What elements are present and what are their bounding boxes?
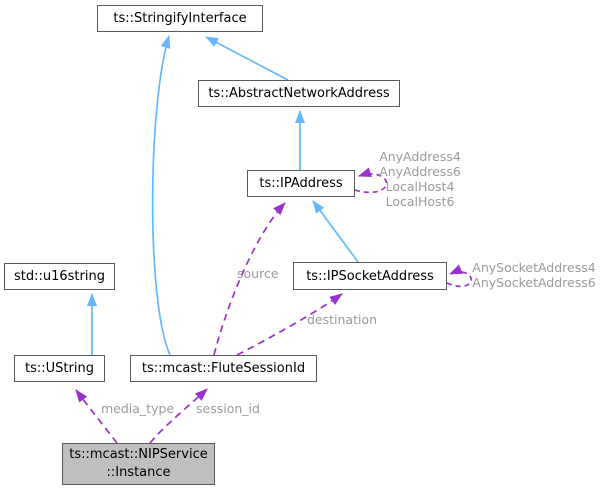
- edge-label-media-type: media_type: [101, 401, 175, 416]
- node-std-u16string[interactable]: std::u16string: [4, 263, 115, 290]
- edge-label-source: source: [237, 266, 279, 281]
- edge-inherit-ipsocketaddress-to-ipaddress: [312, 200, 359, 263]
- member-label: LocalHost6: [385, 194, 455, 209]
- edge-usage-ipsocketaddress-self: [446, 264, 473, 288]
- member-label: AnyAddress4: [379, 149, 461, 164]
- edge-usage-ipaddress-self: [354, 167, 388, 194]
- edge-label-session-id: session_id: [196, 401, 260, 416]
- node-label-line1: ts::mcast::NIPService: [69, 446, 208, 462]
- edge-usage-session-id: [149, 388, 208, 444]
- edge-usage-source: [213, 202, 286, 356]
- node-label: ts::UString: [25, 361, 94, 376]
- node-ts-stringifyinterface[interactable]: ts::StringifyInterface: [97, 5, 263, 32]
- node-ts-mcast-flutesessionid[interactable]: ts::mcast::FluteSessionId: [130, 355, 317, 382]
- node-ts-mcast-nipservice-instance: ts::mcast::NIPService ::Instance: [62, 443, 215, 485]
- node-label: ts::IPSocketAddress: [306, 268, 434, 284]
- node-ts-ipaddress[interactable]: ts::IPAddress: [247, 170, 355, 197]
- edge-usage-destination: [236, 293, 343, 356]
- node-ts-abstractnetworkaddress[interactable]: ts::AbstractNetworkAddress: [198, 80, 400, 107]
- edge-inherit-flutesessionid-to-stringifyinterface: [151, 35, 171, 356]
- edge-usage-media-type: [75, 389, 118, 444]
- edge-inherit-abstractnetworkaddress-to-stringifyinterface: [205, 36, 289, 81]
- member-label: AnyAddress6: [379, 164, 461, 179]
- node-label: ts::AbstractNetworkAddress: [208, 86, 390, 101]
- member-label: AnySocketAddress4: [472, 260, 596, 275]
- member-label: LocalHost4: [385, 179, 455, 194]
- node-label: ts::mcast::FluteSessionId: [141, 361, 306, 376]
- node-ts-ipsocketaddress[interactable]: ts::IPSocketAddress: [293, 262, 447, 290]
- node-label: std::u16string: [14, 269, 105, 284]
- member-label: AnySocketAddress6: [472, 275, 596, 290]
- node-label-line2: ::Instance: [106, 465, 171, 480]
- node-label: ts::IPAddress: [259, 176, 343, 191]
- edge-label-ipaddress-self-members: AnyAddress4 AnyAddress6 LocalHost4 Local…: [378, 149, 462, 209]
- edge-label-ipsocketaddress-self-members: AnySocketAddress4 AnySocketAddress6: [464, 260, 604, 290]
- edge-label-destination: destination: [307, 312, 378, 327]
- node-ts-ustring[interactable]: ts::UString: [14, 355, 105, 382]
- node-label: ts::StringifyInterface: [113, 11, 247, 26]
